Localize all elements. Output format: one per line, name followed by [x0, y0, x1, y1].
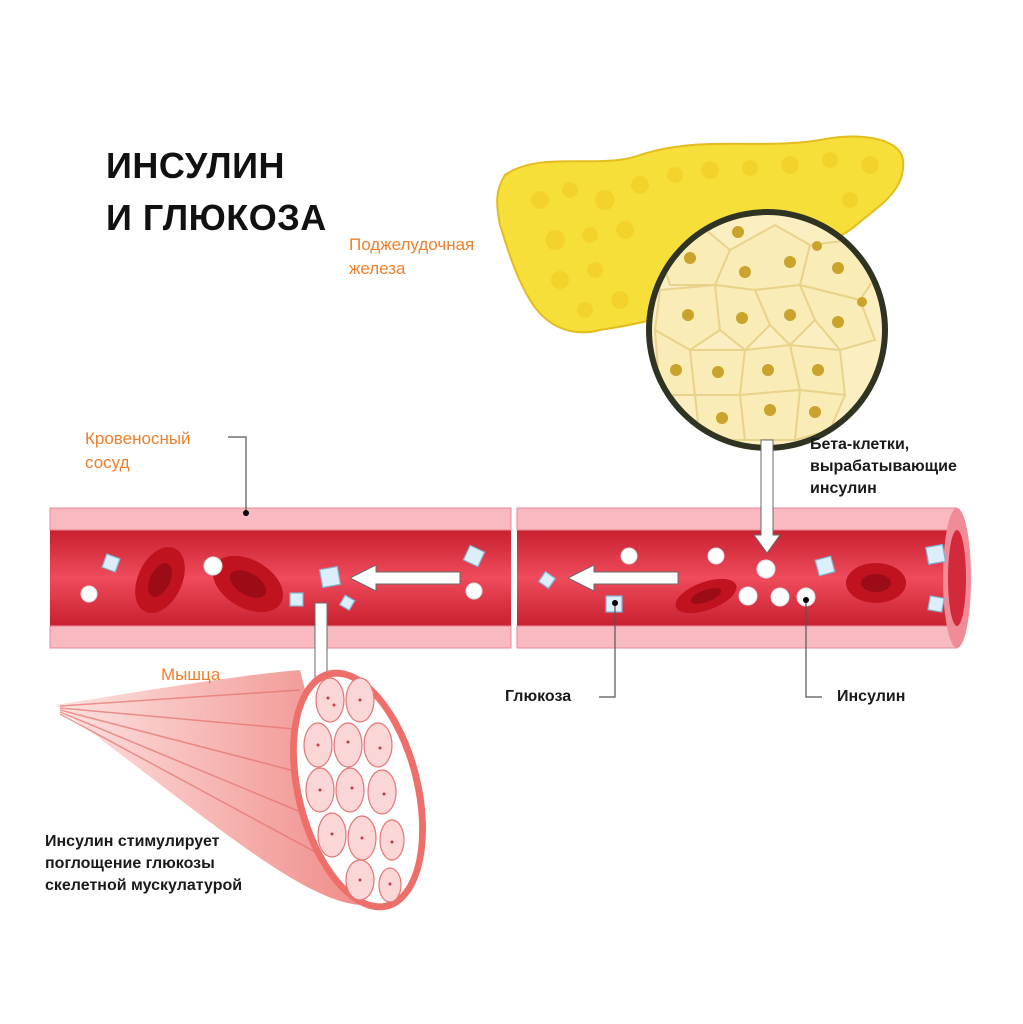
- glucose-label: Глюкоза: [505, 688, 572, 705]
- glucose-cubes: [101, 543, 947, 613]
- blood-vessel-left: [49, 507, 512, 649]
- muscle-label: Мышца: [161, 665, 221, 684]
- muscle-uptake-caption: Инсулин стимулирует поглощение глюкозы с…: [45, 833, 243, 894]
- page-title: ИНСУЛИН И ГЛЮКОЗА: [106, 145, 327, 238]
- blood-vessel-label: Кровеносный сосуд: [85, 429, 191, 472]
- red-blood-cells: [135, 546, 906, 614]
- beta-cells-label: Бета-клетки, вырабатывающие инсулин: [810, 436, 957, 497]
- insulin-particles: [80, 547, 816, 607]
- muscle-fiber-bundle: [55, 669, 426, 911]
- beta-cells-magnified: [646, 209, 888, 451]
- insulin-label: Инсулин: [837, 688, 906, 705]
- leader-lines: [228, 436, 822, 698]
- pancreas-label: Поджелудочная железа: [349, 235, 475, 278]
